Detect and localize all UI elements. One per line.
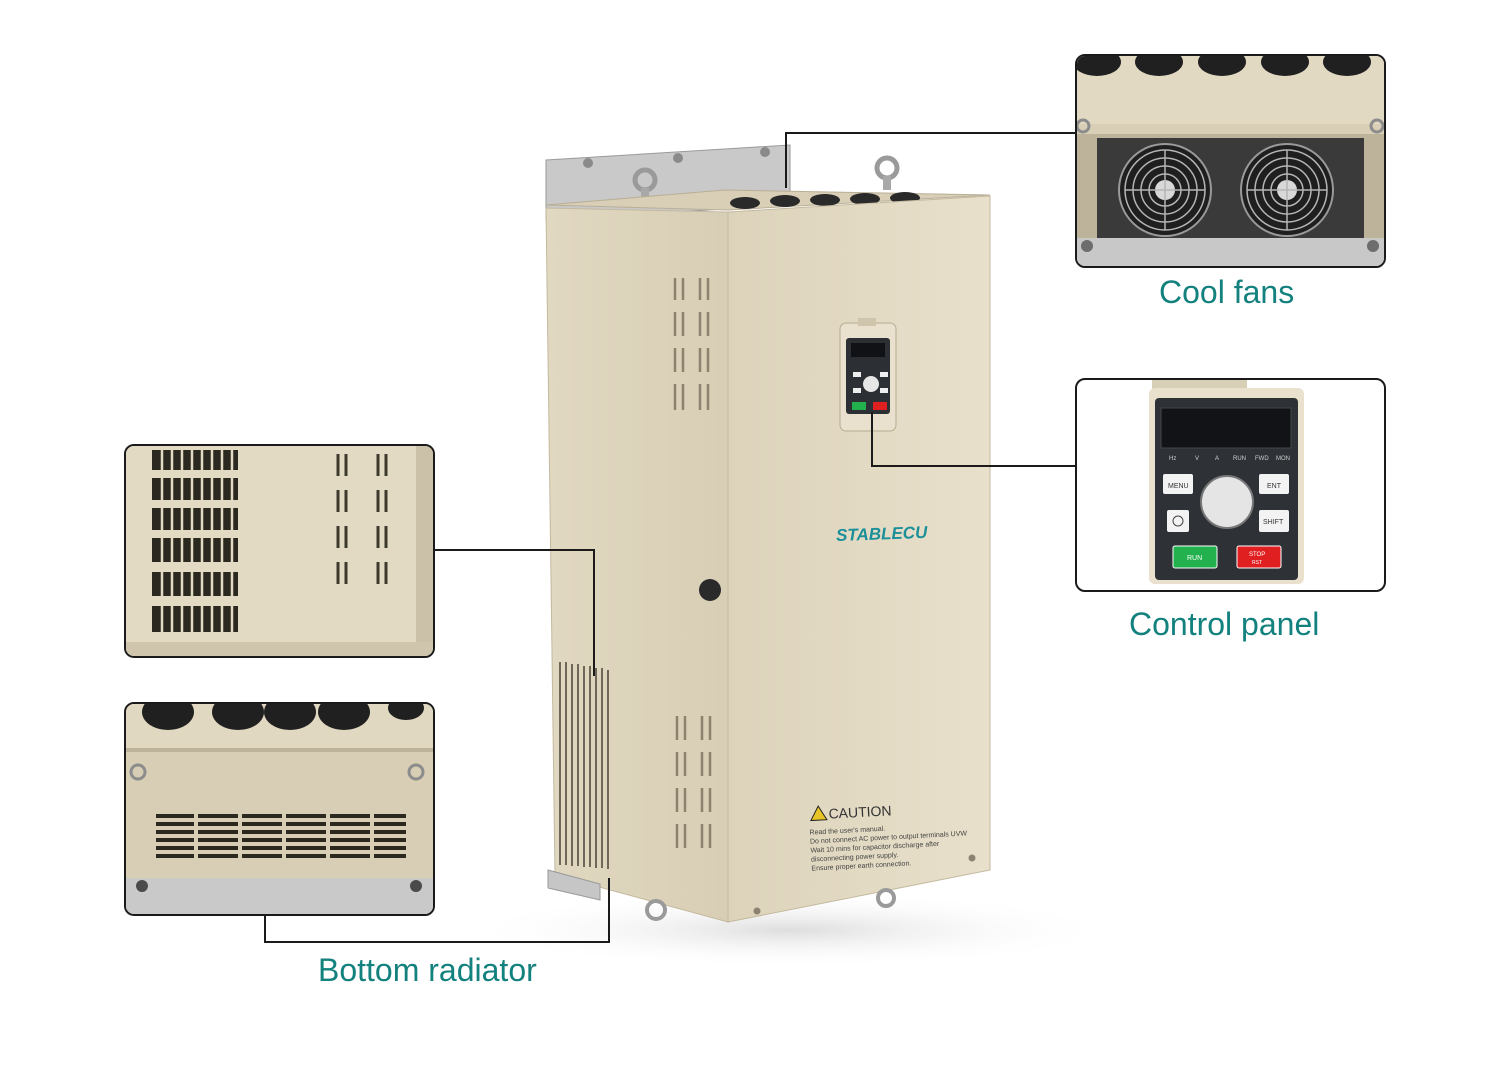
stop-key-label: STOP (1249, 552, 1265, 558)
bottom-radiator-leader (264, 878, 610, 943)
cool-fans-label: Cool fans (1159, 274, 1295, 310)
caution-line-1: Read the user's manual. (809, 826, 885, 837)
side-vent-leader (432, 549, 595, 676)
side-vents-upper (673, 278, 710, 410)
menu-key (1163, 474, 1193, 494)
floor-shadow (460, 892, 1120, 968)
monitor-icon (1172, 515, 1184, 527)
jog-dial (1200, 475, 1254, 529)
control-panel-label: Control panel (1129, 606, 1320, 642)
run-key (1172, 545, 1218, 569)
side-vents-lower (675, 716, 712, 848)
callout-lines (264, 132, 1076, 943)
bottom-radiator-label: Bottom radiator (318, 952, 537, 988)
brand-logo: STABLECU (836, 523, 929, 545)
inverter-front-panel (727, 195, 991, 923)
lifting-eye-left (632, 167, 658, 202)
indicator-v: V (1195, 456, 1199, 462)
side-vents-inset (124, 444, 435, 658)
fan-icon (1118, 143, 1212, 237)
control-panel-inset: Hz V A RUN FWD MON MENU ENT SHIFT RUN ST… (1075, 378, 1386, 592)
indicator-mon: MON (1276, 456, 1290, 462)
front-keypad (839, 318, 897, 432)
indicator-fwd: FWD (1255, 456, 1269, 462)
monitor-key (1167, 510, 1189, 532)
menu-key-label: MENU (1168, 483, 1189, 490)
ent-key-label: ENT (1267, 483, 1282, 490)
indicator-a: A (1215, 456, 1219, 462)
bottom-radiator-inset (124, 702, 435, 916)
lifting-eye-right (874, 155, 900, 190)
shift-key (1259, 510, 1289, 532)
side-radiator-grille (559, 662, 609, 869)
control-panel-leader (871, 412, 1076, 467)
indicator-hz: Hz (1169, 456, 1176, 462)
bottom-mounting-bracket (547, 869, 896, 921)
shift-key-label: SHIFT (1263, 519, 1284, 526)
radiator-slots (156, 814, 406, 858)
indicator-run: RUN (1233, 456, 1246, 462)
fan-icon (1240, 143, 1334, 237)
caution-heading: CAUTION (828, 802, 892, 821)
ent-key (1259, 474, 1289, 494)
cool-fans-inset (1075, 54, 1386, 268)
door-lock (699, 579, 721, 601)
stop-key (1236, 545, 1282, 569)
run-key-label: RUN (1187, 555, 1202, 562)
cool-fans-leader (785, 132, 1076, 188)
caution-line-4: disconnecting power supply. (811, 852, 899, 864)
rst-key-label: RST (1252, 560, 1262, 566)
